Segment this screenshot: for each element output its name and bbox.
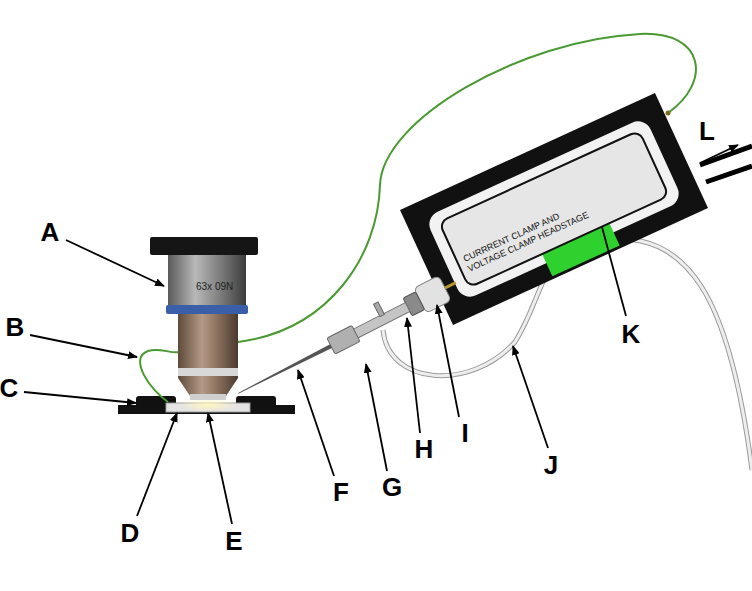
callout-letter: A — [41, 217, 60, 248]
specimen-light — [178, 398, 238, 412]
cable — [706, 166, 752, 182]
tubing — [600, 239, 752, 470]
callout-letter: K — [622, 319, 641, 350]
callout-letter: F — [333, 477, 349, 508]
objective-lens — [190, 394, 226, 400]
callout-letter: G — [382, 472, 402, 503]
objective-nose — [178, 314, 238, 396]
callout-letter: B — [6, 312, 25, 343]
headstage-panel-band — [425, 117, 683, 301]
objective-band — [166, 305, 248, 314]
callout-letter: J — [544, 450, 558, 481]
tubing-core — [600, 239, 752, 470]
objective-marking: 63x 09N — [196, 281, 233, 292]
callout-letter: L — [699, 116, 715, 147]
objective-body — [168, 255, 246, 307]
pipette-holder — [230, 267, 462, 406]
ground-wire — [238, 34, 696, 342]
callout-letter: E — [225, 526, 242, 557]
cable — [700, 146, 752, 165]
headstage-housing — [400, 93, 708, 325]
wire-pin — [666, 111, 671, 116]
callout-letter: D — [121, 518, 140, 549]
objective-cap — [150, 237, 258, 255]
objective-ring — [178, 368, 238, 376]
callout-letter: C — [0, 373, 18, 404]
ground-wire — [140, 350, 180, 402]
callout-letter: I — [461, 418, 468, 449]
callout-letter: H — [415, 434, 434, 465]
